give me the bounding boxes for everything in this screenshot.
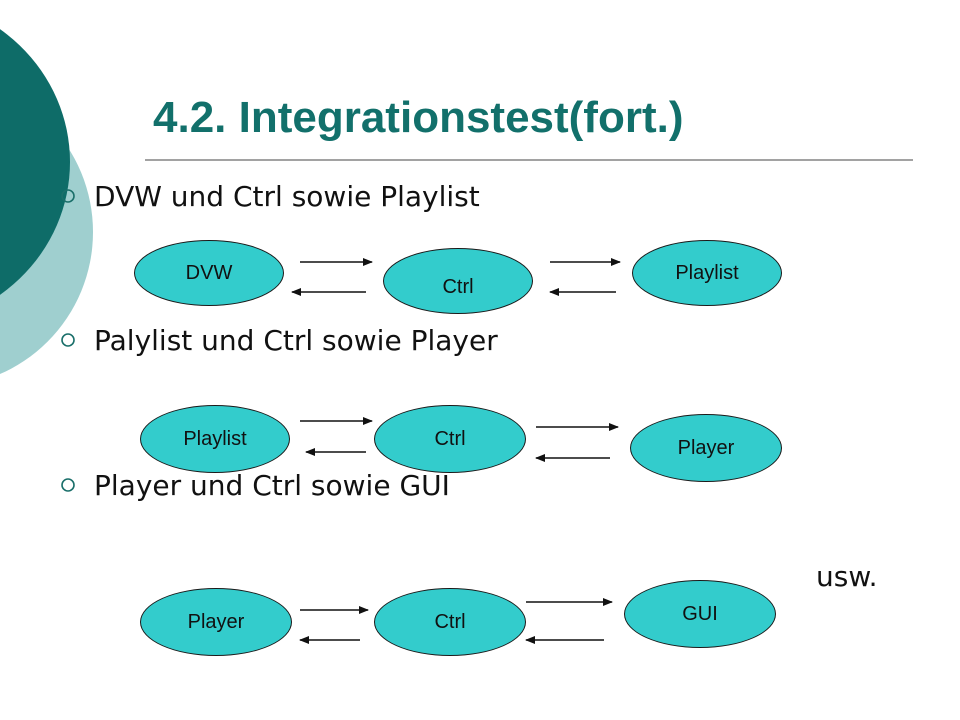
diagram1-node-ctrl: Ctrl xyxy=(383,248,533,314)
diagram3-node-ctrl: Ctrl xyxy=(374,588,526,656)
slide-title: 4.2. Integrationstest(fort.) xyxy=(153,93,684,142)
hollow-circle-bullet-icon xyxy=(61,189,75,203)
bullet-item-1: DVW und Ctrl sowie Playlist xyxy=(60,176,480,216)
diagram1-node-playlist: Playlist xyxy=(632,240,782,306)
diagram2-node-ctrl: Ctrl xyxy=(374,405,526,473)
bullet-text: DVW und Ctrl sowie Playlist xyxy=(94,179,480,213)
diagram2-node-player: Player xyxy=(630,414,782,482)
diagram1-node-dvw: DVW xyxy=(134,240,284,306)
hollow-circle-bullet-icon xyxy=(61,333,75,347)
diagram3-node-player: Player xyxy=(140,588,292,656)
dark-teal-arc xyxy=(0,29,70,295)
bullet-item-3: Player und Ctrl sowie GUI xyxy=(60,465,450,505)
bullet-text: Player und Ctrl sowie GUI xyxy=(94,468,450,502)
diagram2-node-playlist: Playlist xyxy=(140,405,290,473)
bullet-item-2: Palylist und Ctrl sowie Player xyxy=(60,320,498,360)
bullet-text: Palylist und Ctrl sowie Player xyxy=(94,323,498,357)
hollow-circle-bullet-icon xyxy=(61,478,75,492)
diagram3-node-gui: GUI xyxy=(624,580,776,648)
footer-note: usw. xyxy=(816,560,878,593)
